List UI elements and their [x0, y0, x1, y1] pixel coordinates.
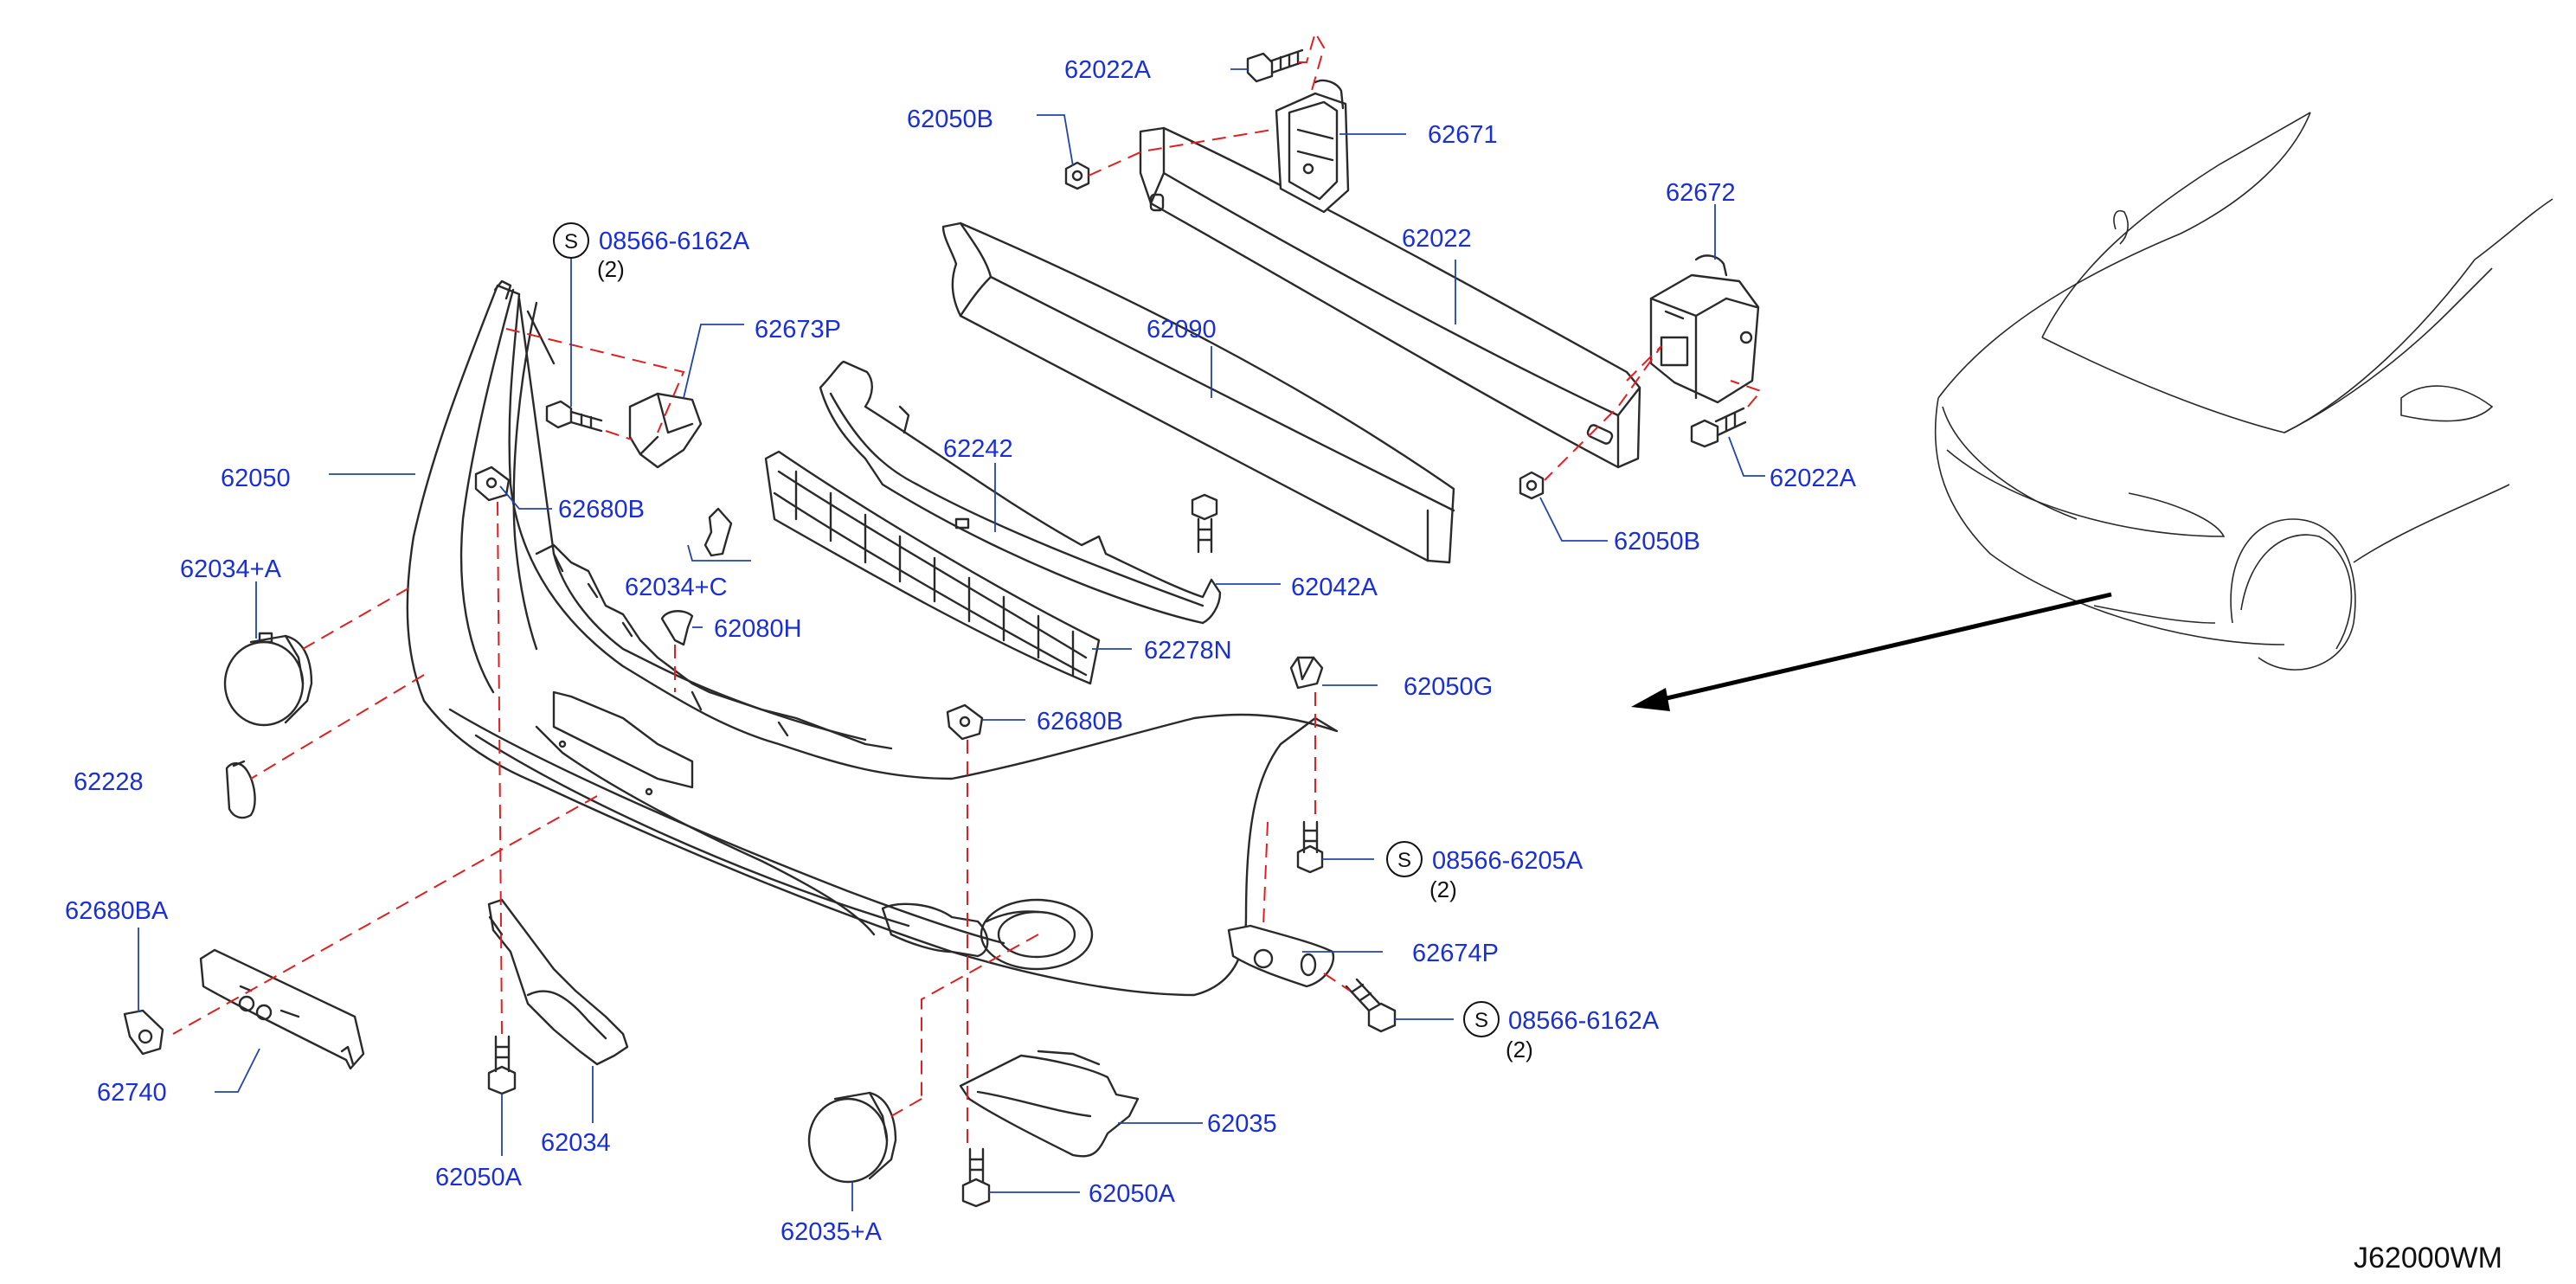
bracket-62672	[1649, 254, 1760, 404]
screw-symbol-mid: S	[1386, 841, 1423, 877]
label-62034: 62034	[541, 1129, 611, 1157]
bolt-62022A-right	[1690, 407, 1747, 448]
energy-absorber	[941, 221, 1455, 564]
label-62740: 62740	[97, 1079, 167, 1107]
label-62035A: 62035+A	[781, 1218, 883, 1246]
label-62042A: 62042A	[1291, 574, 1378, 601]
label-08566-6162A-top: 08566-6162A	[599, 228, 750, 255]
bracket-62671	[1275, 79, 1350, 214]
label-62090: 62090	[1147, 316, 1217, 343]
label-62680B-mid: 62680B	[1037, 708, 1123, 735]
part-labels: 62022A 62050B 62671 62672 62022 62090 08…	[65, 56, 1857, 1246]
bolt-62050A-left	[487, 1035, 517, 1095]
license-plate-bracket	[199, 948, 365, 1070]
label-08566-6205A: 08566-6205A	[1432, 847, 1584, 875]
label-62050B-right: 62050B	[1614, 528, 1700, 555]
tow-hook-cap	[225, 760, 256, 819]
label-62278N: 62278N	[1144, 637, 1232, 664]
direction-arrow	[1631, 592, 2112, 711]
label-62035: 62035	[1207, 1110, 1277, 1138]
label-62034A: 62034+A	[180, 555, 282, 583]
label-62673P: 62673P	[755, 316, 841, 343]
label-62050A-right: 62050A	[1089, 1180, 1176, 1208]
clip-nut-62680B-left	[474, 465, 511, 502]
label-62672: 62672	[1666, 179, 1736, 207]
label-62022A-top: 62022A	[1064, 56, 1152, 84]
front-bumper-fascia	[406, 279, 1339, 997]
bolt-62042A	[1191, 493, 1218, 554]
label-62680BA: 62680BA	[65, 897, 169, 925]
clip-62034C	[703, 507, 733, 557]
bolt-62022A-top	[1246, 48, 1304, 83]
svg-text:S: S	[564, 230, 578, 254]
diagram-code: J62000WM	[2354, 1242, 2502, 1274]
fog-lamp-cover-right	[807, 1091, 897, 1184]
label-62034C: 62034+C	[625, 574, 728, 601]
screw-symbol-bot: S	[1463, 1001, 1500, 1037]
label-62080H: 62080H	[714, 615, 802, 643]
label-62228: 62228	[74, 768, 144, 796]
label-62680B-left: 62680B	[558, 496, 645, 523]
bracket-62673P	[628, 392, 703, 469]
label-62022A-right: 62022A	[1770, 465, 1857, 492]
fog-lamp-bracket-62034	[487, 898, 629, 1066]
label-62674P: 62674P	[1412, 940, 1499, 967]
label-62242: 62242	[943, 435, 1013, 463]
label-62022: 62022	[1402, 225, 1472, 253]
clip-62080H	[660, 610, 694, 646]
svg-text:S: S	[1397, 849, 1411, 872]
label-62050B-top: 62050B	[907, 106, 993, 133]
bracket-62674P	[1227, 924, 1335, 988]
nut-62050B-right	[1519, 471, 1545, 500]
assembly-lines	[172, 30, 1763, 1151]
clip-nut-62680BA	[123, 1009, 164, 1056]
label-62050A-left: 62050A	[435, 1164, 523, 1191]
fog-lamp-cover-left	[223, 632, 313, 727]
bolt-08566-6162A-bot	[1345, 978, 1397, 1033]
clip-62050G	[1289, 656, 1324, 690]
screw-symbol-top: S	[553, 222, 589, 259]
front-grille	[764, 450, 1101, 685]
clip-nut-62680B-mid	[946, 703, 984, 741]
bolt-62050A-right	[961, 1147, 991, 1208]
fog-lamp-bracket-62035	[959, 1050, 1140, 1158]
qty-bot: (2)	[1506, 1037, 1533, 1063]
svg-text:S: S	[1474, 1009, 1488, 1032]
bolt-08566-6162A-top	[545, 400, 603, 433]
label-62050: 62050	[221, 465, 291, 492]
grille-support-bracket	[819, 360, 1222, 625]
bolt-08566-6205A	[1296, 820, 1324, 874]
label-08566-6162A-bot: 08566-6162A	[1508, 1007, 1660, 1035]
leader-lines	[138, 68, 1765, 1211]
label-62671: 62671	[1428, 121, 1498, 149]
vehicle-outline	[1934, 112, 2554, 671]
qty-mid: (2)	[1429, 876, 1457, 902]
nut-62050B-top	[1064, 161, 1090, 190]
label-62050G: 62050G	[1404, 673, 1493, 701]
qty-top: (2)	[597, 256, 625, 282]
